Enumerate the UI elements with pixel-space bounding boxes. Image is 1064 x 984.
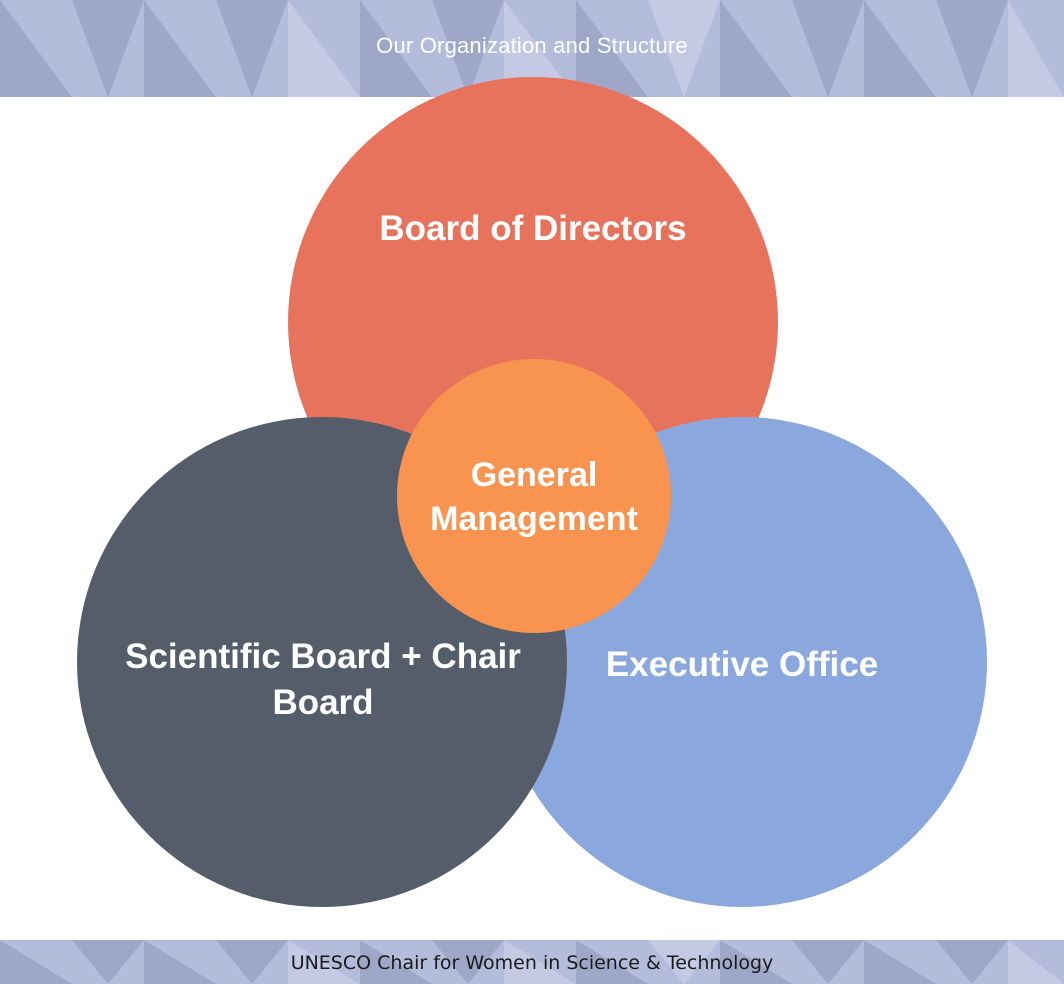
header-banner: Our Organization and Structure: [0, 0, 1064, 97]
footer-banner: UNESCO Chair for Women in Science & Tech…: [0, 940, 1064, 984]
general-management-circle: [397, 359, 671, 633]
general-management-label: General Management: [430, 456, 638, 538]
board-of-directors-label: Board of Directors: [379, 209, 687, 248]
header-pattern: [0, 0, 1064, 97]
executive-office-label: Executive Office: [605, 645, 879, 684]
footer-pattern: [0, 940, 1064, 984]
footer-title: UNESCO Chair for Women in Science & Tech…: [290, 952, 774, 974]
scientific-board-label: Scientific Board + Chair Board: [125, 637, 521, 722]
page-title: Our Organization and Structure: [376, 33, 688, 58]
